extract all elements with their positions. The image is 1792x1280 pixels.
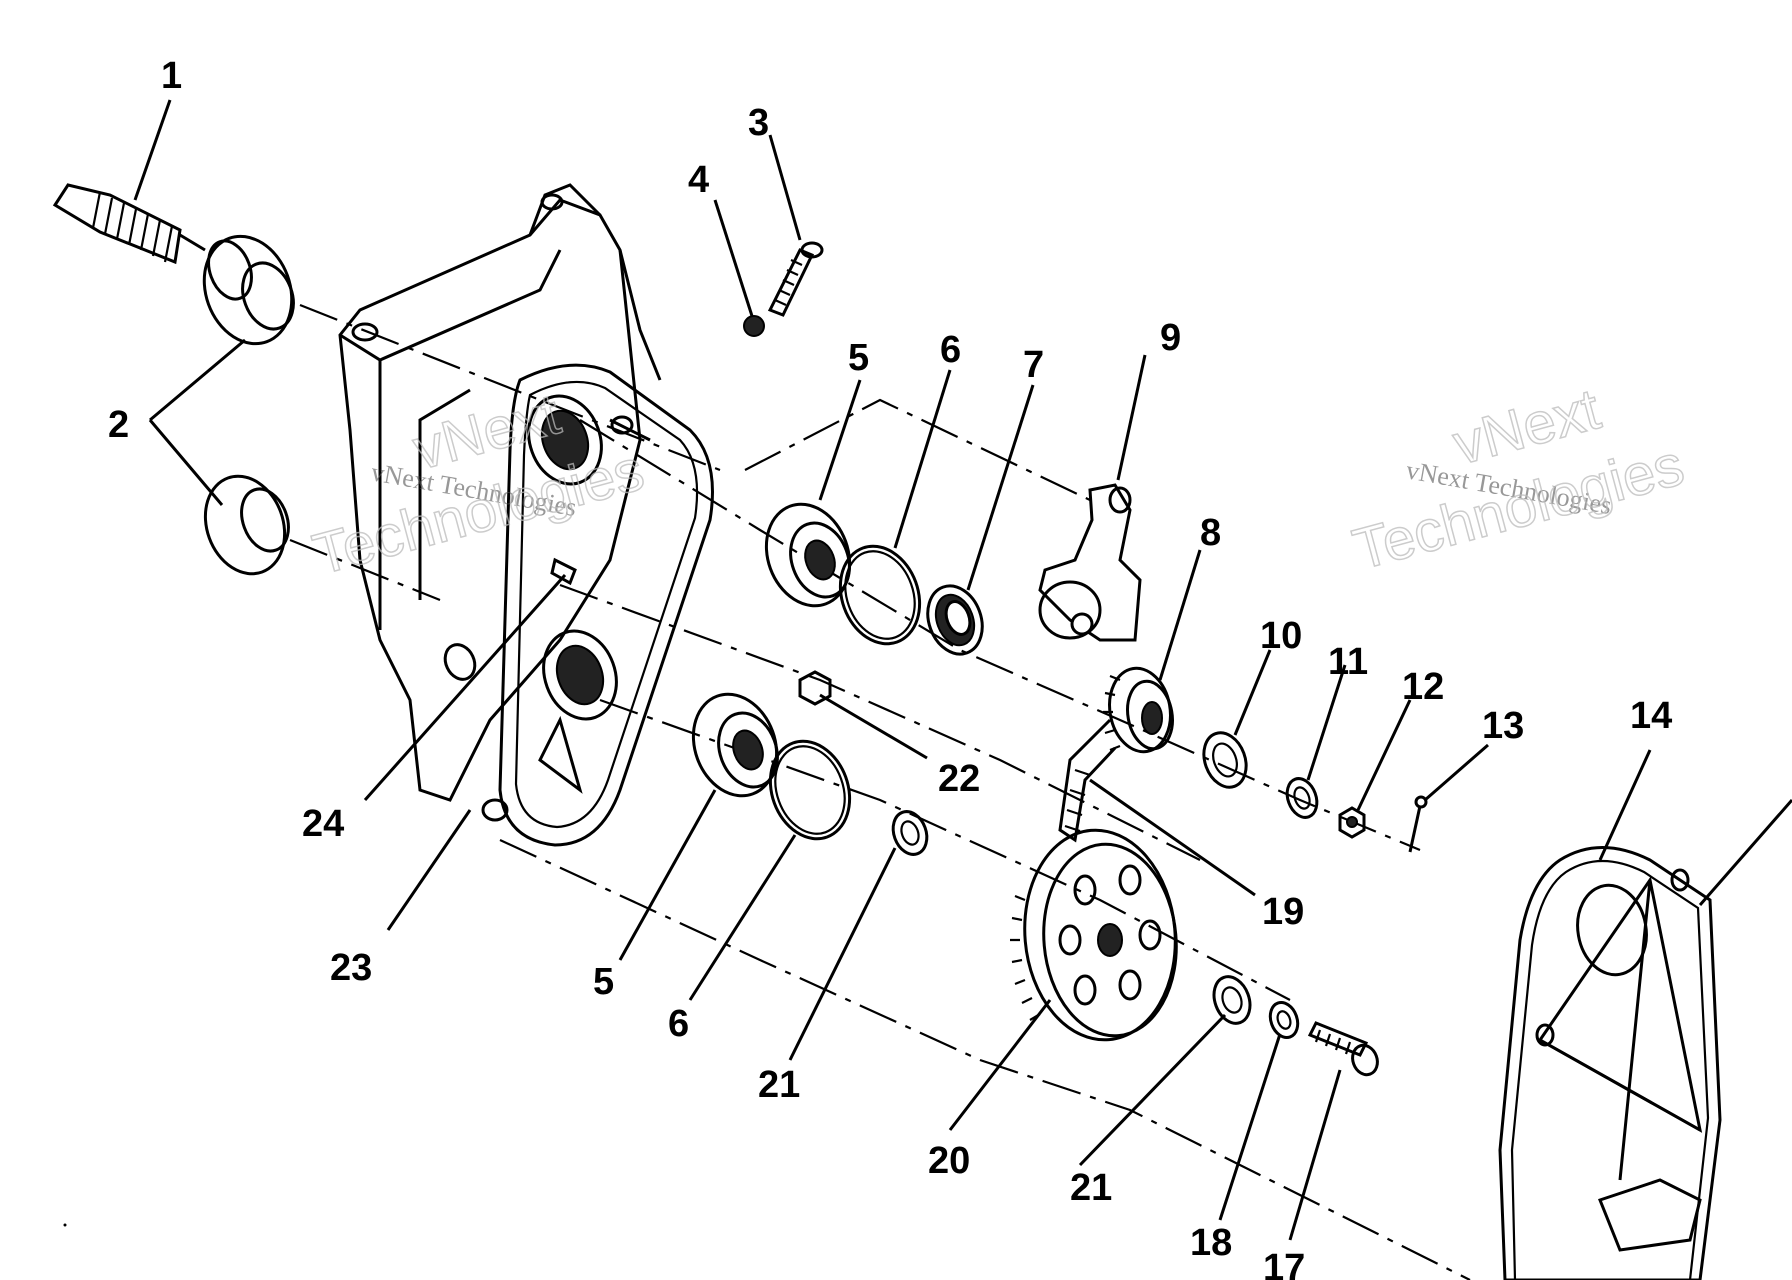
callout-18: 18 (1190, 1222, 1232, 1264)
part-10-washer (1202, 731, 1248, 789)
part-21-washer-right (1212, 975, 1252, 1025)
callout-21-right: 21 (1070, 1167, 1112, 1209)
part-12-nut (1338, 806, 1366, 839)
callout-labels: 1 2 3 4 5 6 7 9 8 10 11 12 13 14 22 24 1… (108, 55, 1672, 1280)
part-8-small-sprocket (1103, 666, 1174, 754)
watermark-right: vNext Technologies vNext Technologies (1346, 376, 1691, 584)
part-3-bolt (767, 241, 824, 317)
part-14-chaincase-cover (1498, 846, 1722, 1280)
callout-21-left: 21 (758, 1064, 800, 1106)
callout-5-upper: 5 (848, 337, 869, 379)
callout-1: 1 (161, 55, 182, 97)
drive-chain (498, 363, 714, 847)
part-1-splined-shaft (52, 183, 206, 265)
callout-5-lower: 5 (593, 961, 614, 1003)
callout-3: 3 (748, 102, 769, 144)
callout-6-lower: 6 (668, 1003, 689, 1045)
part-22-nut (798, 670, 832, 706)
callout-12: 12 (1402, 666, 1444, 708)
part-2-seals (202, 234, 295, 576)
stray-dot (63, 1223, 67, 1227)
part-6-oring-upper (838, 544, 922, 646)
callout-10: 10 (1260, 615, 1302, 657)
part-9-tensioner-arm (1038, 483, 1142, 642)
part-5-bearing-upper (764, 502, 852, 608)
part-18-lock-washer (1268, 1001, 1300, 1039)
part-23-chaincase-housing (338, 183, 662, 822)
callout-11: 11 (1328, 641, 1368, 683)
part-21-washer-left (891, 810, 929, 856)
callout-14: 14 (1630, 695, 1672, 737)
part-6-oring-lower (768, 739, 852, 841)
part-5-bearing-lower (691, 692, 779, 798)
callout-7: 7 (1023, 344, 1044, 386)
callout-8: 8 (1200, 512, 1221, 554)
callout-4: 4 (688, 159, 709, 201)
callout-24: 24 (302, 803, 344, 845)
part-17-bolt (1307, 1021, 1379, 1077)
part-4-nut (743, 315, 765, 337)
part-13-cotter-pin (1408, 795, 1428, 853)
part-20-large-sprocket (1010, 828, 1178, 1042)
callout-6-upper: 6 (940, 329, 961, 371)
callout-17: 17 (1263, 1247, 1305, 1280)
part-24-stud (550, 415, 651, 586)
watermark-left: vNext Technologies vNext Technologies (306, 381, 651, 589)
leader-lines (133, 99, 1792, 1241)
callout-2: 2 (108, 404, 129, 446)
callout-19: 19 (1262, 891, 1304, 933)
callout-13: 13 (1482, 705, 1524, 747)
callout-23: 23 (330, 947, 372, 989)
part-7-bushing (926, 584, 984, 656)
callout-22: 22 (938, 758, 980, 800)
part-11-lock-washer (1285, 777, 1319, 819)
callout-9: 9 (1160, 317, 1181, 359)
callout-20: 20 (928, 1140, 970, 1182)
part-19-chain (1058, 718, 1117, 843)
